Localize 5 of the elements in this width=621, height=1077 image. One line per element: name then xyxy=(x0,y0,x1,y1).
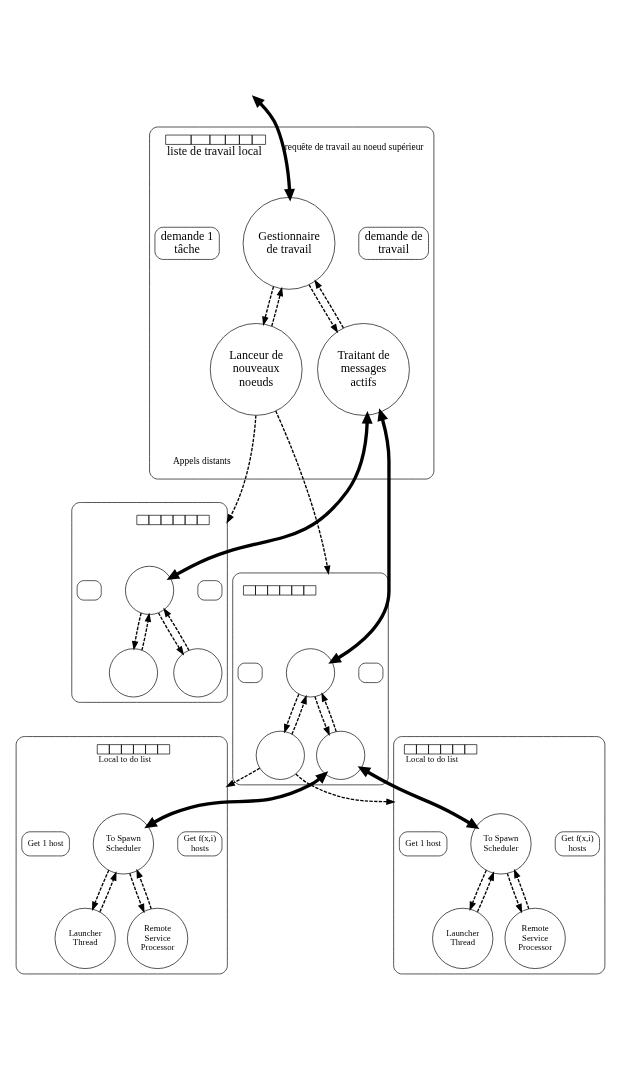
node-label: Local to do list xyxy=(405,754,459,765)
node-label: liste de travail local xyxy=(166,144,262,159)
label: Appels distants xyxy=(173,456,231,467)
edge-label: requête de travail au noeud supérieur xyxy=(284,142,424,153)
node-label: Local to do list xyxy=(98,754,152,765)
